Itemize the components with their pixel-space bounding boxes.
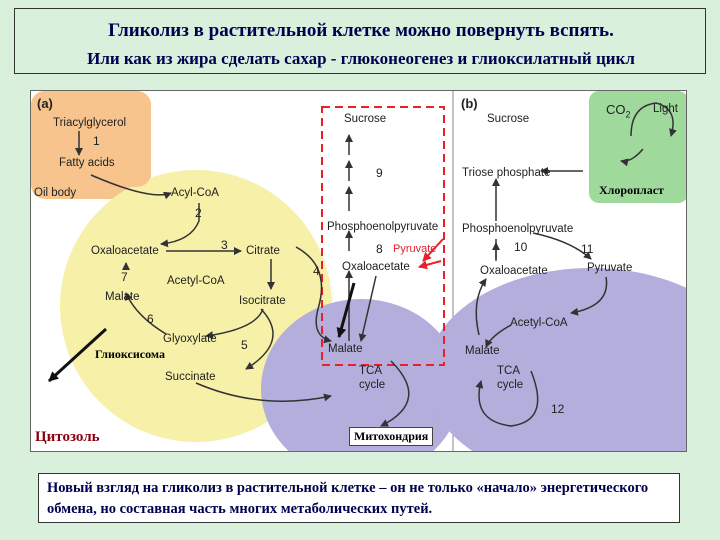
- step-5: 5: [241, 338, 248, 352]
- label-sucrose-b: Sucrose: [487, 113, 530, 125]
- label-citrate: Citrate: [246, 245, 280, 257]
- label-cycle-a: cycle: [359, 379, 386, 391]
- label-isocitrate: Isocitrate: [239, 295, 286, 307]
- label-cycle-b: cycle: [497, 379, 524, 391]
- label-pyruvate-b: Pyruvate: [587, 262, 633, 274]
- step-7: 7: [121, 270, 128, 284]
- step-10: 10: [514, 240, 528, 254]
- diagram-shapes: [31, 91, 686, 451]
- label-pyruvate-highlight: Pyruvate: [393, 243, 437, 255]
- label-pep-b: Phosphoenolpyruvate: [462, 223, 574, 235]
- label-oxaloacetate: Oxaloacetate: [91, 245, 159, 257]
- label-sucrose-a: Sucrose: [344, 113, 387, 125]
- footer-note: Новый взгляд на гликолиз в растительной …: [38, 473, 680, 523]
- mitochondrion-region-a: [261, 299, 461, 451]
- label-glyoxylate: Glyoxylate: [163, 333, 217, 345]
- step-9: 9: [376, 166, 383, 180]
- label-mitochondria: Митохондрия: [349, 427, 434, 446]
- step-11: 11: [581, 242, 594, 256]
- label-chloroplast: Хлоропласт: [599, 183, 664, 197]
- step-8: 8: [376, 242, 383, 256]
- label-tca-a: TCA: [359, 365, 382, 377]
- label-tca-b: TCA: [497, 365, 520, 377]
- step-2: 2: [195, 206, 202, 220]
- label-triacylglycerol: Triacylglycerol: [53, 117, 127, 129]
- mitochondrion-region-b: [426, 268, 686, 451]
- label-fatty-acids: Fatty acids: [59, 157, 115, 169]
- slide-title: Гликолиз в растительной клетке можно пов…: [108, 20, 614, 41]
- label-succinate: Succinate: [165, 371, 216, 383]
- label-glyoxysome: Глиоксисома: [95, 347, 165, 361]
- label-co2: CO2: [606, 102, 631, 120]
- step-1: 1: [93, 134, 100, 148]
- panel-b-tag: (b): [461, 96, 478, 111]
- label-malate: Malate: [105, 291, 140, 303]
- title-box: Гликолиз в растительной клетке можно пов…: [14, 8, 706, 74]
- label-acetyl-coa-b: Acetyl-CoA: [510, 317, 568, 329]
- label-light: Light: [653, 103, 678, 115]
- gluconeogenesis-highlight: [321, 106, 445, 366]
- step-4: 4: [313, 264, 320, 278]
- label-acetyl-coa: Acetyl-CoA: [167, 275, 225, 287]
- step-12: 12: [551, 402, 565, 416]
- panel-a-tag: (a): [37, 96, 53, 111]
- label-cytosol: Цитозоль: [35, 429, 100, 445]
- label-oil-body: Oil body: [34, 187, 77, 199]
- label-triose-phosphate: Triose phosphate: [462, 167, 551, 179]
- label-malate-mito: Malate: [328, 343, 363, 355]
- pathway-diagram: (a) Triacylglycerol 1 Fatty acids Oil bo…: [30, 90, 687, 452]
- label-pep-a: Phosphoenolpyruvate: [327, 221, 439, 233]
- label-acyl-coa: Acyl-CoA: [171, 187, 219, 199]
- chloroplast-region: [589, 91, 686, 203]
- step-3: 3: [221, 238, 228, 252]
- label-oxaloacetate-b: Oxaloacetate: [480, 265, 548, 277]
- step-6: 6: [147, 312, 154, 326]
- label-malate-b: Malate: [465, 345, 500, 357]
- oil-body-region-top: [31, 91, 151, 187]
- slide-subtitle: Или как из жира сделать сахар - глюконео…: [87, 49, 635, 68]
- label-oxaloacetate-mito: Oxaloacetate: [342, 261, 410, 273]
